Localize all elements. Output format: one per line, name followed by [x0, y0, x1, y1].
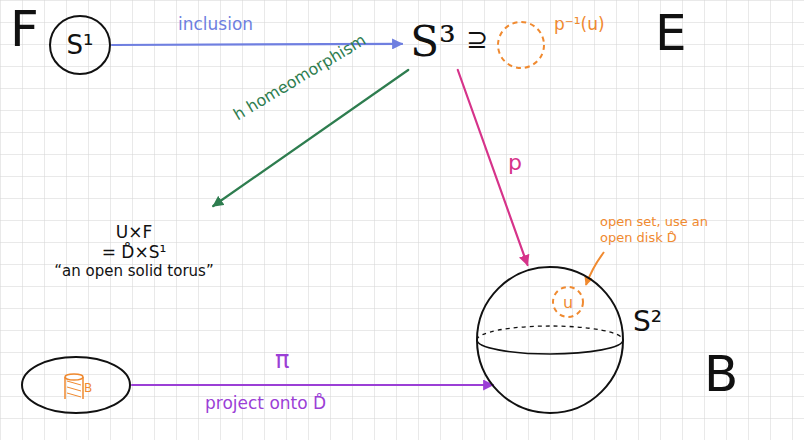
node-text: U×F	[116, 222, 152, 242]
solid-torus: B	[20, 355, 132, 415]
total-space: S³	[402, 12, 464, 70]
node-text: u	[563, 293, 573, 312]
map-name: π	[275, 346, 289, 374]
base-sphere: S²u	[475, 265, 625, 415]
node-text: B	[84, 381, 92, 395]
solid-torus-outline	[20, 355, 132, 415]
edge-label: p	[508, 150, 522, 175]
edge-label: h homeomorphism	[230, 30, 369, 124]
space-letter: B	[704, 345, 738, 403]
space-letter: E	[655, 4, 687, 62]
node-text: S³	[410, 17, 456, 66]
node-text: S¹	[67, 30, 94, 60]
base-sphere-outline	[475, 265, 625, 415]
preimage-set: p⁻¹(u)	[496, 20, 546, 70]
homeomorphism-arrow	[213, 70, 408, 206]
open-set: u	[551, 285, 585, 319]
edge-label: inclusion	[178, 14, 253, 34]
node-text: “an open solid torus”	[54, 262, 213, 280]
node-text: S²	[633, 305, 662, 338]
edge-label: project onto D̊	[205, 393, 326, 413]
local-trivialization: U×F= D̊×S¹“an open solid torus”	[46, 206, 222, 296]
projection-arrow	[458, 70, 528, 265]
fiber-circle: S¹	[48, 14, 112, 76]
preimage-set-outline	[496, 20, 546, 70]
relation-symbol: ⊇	[466, 24, 488, 54]
node-text: = D̊×S¹	[102, 242, 167, 262]
space-letter: F	[10, 0, 39, 58]
node-text: p⁻¹(u)	[554, 14, 605, 34]
annotation-note: open set, use an open disk D̊	[600, 214, 712, 245]
projection-arrow	[132, 384, 493, 386]
